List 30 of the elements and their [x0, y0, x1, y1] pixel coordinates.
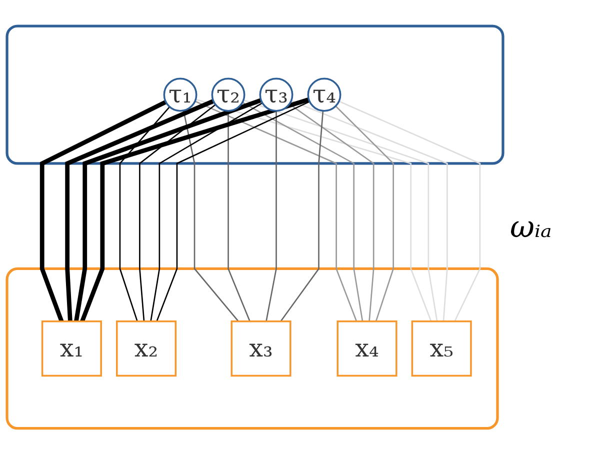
cluster: [6, 268, 499, 430]
node-box: x₂: [116, 320, 177, 377]
connector: [266, 111, 277, 322]
connector: [242, 102, 364, 322]
connector: [65, 99, 214, 322]
connector: [335, 106, 394, 322]
node-circle: τ₃: [259, 78, 294, 112]
node-circle: τ₂: [211, 78, 246, 112]
connector: [150, 102, 263, 322]
connector: [228, 111, 250, 322]
weight-label: ωᵢₐ: [510, 210, 553, 245]
node-circle: τ₁: [163, 78, 198, 112]
connector: [243, 100, 438, 322]
connector: [80, 98, 310, 322]
connector: [280, 111, 324, 322]
node-box: x₃: [230, 320, 292, 377]
node-circle: τ₄: [307, 78, 342, 112]
cluster: [6, 25, 504, 166]
connector: [194, 100, 358, 322]
connector: [156, 101, 310, 322]
connector: [40, 100, 167, 322]
node-box: x₄: [336, 320, 398, 377]
connector: [338, 100, 481, 322]
connector: [196, 99, 432, 322]
connector: [290, 100, 448, 322]
connector: [119, 106, 170, 322]
node-box: x₅: [411, 320, 472, 377]
connector: [74, 98, 262, 322]
connector: [139, 104, 216, 322]
node-box: x₁: [41, 320, 102, 377]
